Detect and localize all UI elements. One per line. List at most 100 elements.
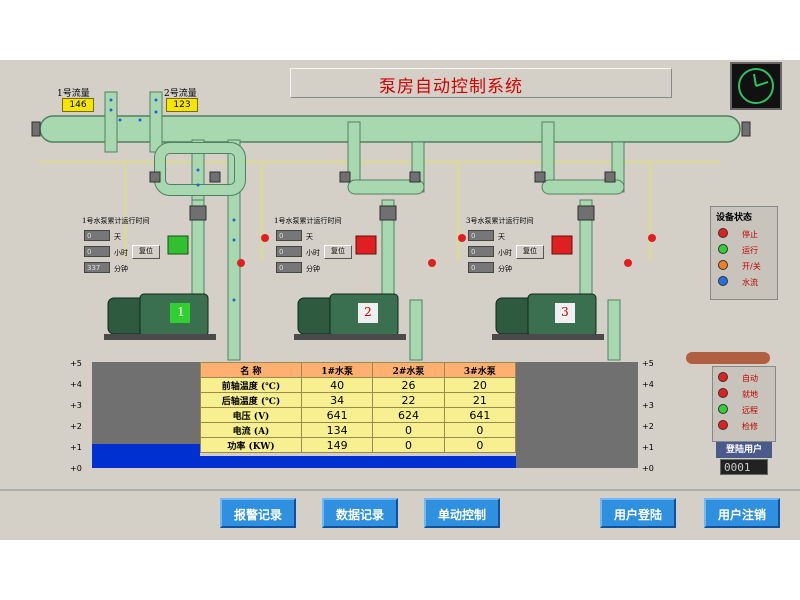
table-cell: 26 [372,377,445,393]
single-control-button[interactable]: 单动控制 [424,498,500,528]
table-cell: 641 [443,407,517,423]
table-row: 前轴温度 (℃) 40 26 20 [200,377,517,393]
table-row: 电压 (V) 641 624 641 [200,407,517,423]
pump-1-days-unit: 天 [114,233,121,241]
table-row: 后轴温度 (℃) 34 22 21 [200,392,517,408]
table-cell: 134 [300,422,374,438]
pump-1-hours: 0 [84,246,110,257]
row-label: 功率 (KW) [200,437,302,453]
mode-dot-remote-icon [718,404,728,414]
pump-2-reset-button[interactable]: 复位 [324,245,352,259]
mode-panel-header [686,352,770,364]
table-row: 功率 (KW) 149 0 0 [200,437,517,453]
table-row: 电流 (A) 134 0 0 [200,422,517,438]
pump-1-runtime-label: 1号水泵累计运行时间 [82,217,150,225]
row-label: 电流 (A) [200,422,302,438]
table-cell: 0 [443,422,517,438]
mode-label-auto: 自动 [742,374,758,383]
pump-2-runtime-label: 1号水泵累计运行时间 [274,217,342,225]
page-title: 泵房自动控制系统 [379,77,523,97]
status-label-switch: 开/关 [742,262,761,271]
pump-2-hours: 0 [276,246,302,257]
left-scale-2: +2 [70,422,82,431]
table-cell: 0 [372,422,445,438]
pump-2-minutes-unit: 分钟 [306,265,320,273]
flow-meter-2-value: 123 [166,98,198,112]
table-cell: 641 [300,407,374,423]
pump-2-days: 0 [276,230,302,241]
left-scale-4: +4 [70,380,82,389]
pump-1-number: 1 [177,305,185,319]
mode-dot-maint-icon [718,420,728,430]
pump-3-runtime-label: 3号水泵累计运行时间 [466,217,534,225]
left-scale-1: +1 [70,443,82,452]
table-cell: 34 [300,392,374,408]
status-dot-stop-icon [718,228,728,238]
pump-3-hours-unit: 小时 [498,249,512,257]
right-scale-3: +3 [642,401,654,410]
status-label-stop: 停止 [742,230,758,239]
pump-3-minutes-unit: 分钟 [498,265,512,273]
user-login-button[interactable]: 用户登陆 [600,498,676,528]
flow-meter-1-label: 1号流量 [57,89,90,99]
title-frame [290,68,672,98]
right-scale-5: +5 [642,359,654,368]
status-dot-switch-icon [718,260,728,270]
pump-3-days-unit: 天 [498,233,505,241]
mode-label-remote: 远程 [742,406,758,415]
right-scale-0: +0 [642,464,654,473]
pump-3-minutes: 0 [468,262,494,273]
pump-2-hours-unit: 小时 [306,249,320,257]
clock-icon [738,68,774,104]
right-scale-4: +4 [642,380,654,389]
table-cell: 149 [300,437,374,453]
table-cell: 21 [443,392,517,408]
data-record-button[interactable]: 数据记录 [322,498,398,528]
right-scale-2: +2 [642,422,654,431]
user-logout-button[interactable]: 用户注销 [704,498,780,528]
mode-label-maint: 检修 [742,422,758,431]
mode-dot-local-icon [718,388,728,398]
status-label-run: 运行 [742,246,758,255]
mode-label-local: 就地 [742,390,758,399]
pump-3-number: 3 [561,305,569,319]
table-cell: 40 [300,377,374,393]
pump-2-minutes: 0 [276,262,302,273]
device-status-title: 设备状态 [716,213,753,223]
table-cell: 0 [372,437,445,453]
pump-1-days: 0 [84,230,110,241]
pump-data-table: 名 称 1#水泵 2#水泵 3#水泵 前轴温度 (℃) 40 26 20 后轴温… [200,362,517,453]
pump-3-hours: 0 [468,246,494,257]
table-header-row: 名 称 1#水泵 2#水泵 3#水泵 [200,362,517,378]
mode-dot-auto-icon [718,372,728,382]
pump-3-days: 0 [468,230,494,241]
table-header: 1#水泵 [300,362,374,378]
right-scale-1: +1 [642,443,654,452]
table-cell: 22 [372,392,445,408]
left-scale-3: +3 [70,401,82,410]
table-cell: 20 [443,377,517,393]
table-header: 3#水泵 [443,362,517,378]
clock-gauge [730,62,782,110]
pump-2-days-unit: 天 [306,233,313,241]
pump-3-reset-button[interactable]: 复位 [516,245,544,259]
flow-meter-1-value: 146 [62,98,94,112]
left-scale-5: +5 [70,359,82,368]
status-dot-water-icon [718,276,728,286]
pump-1-minutes: 337 [84,262,110,273]
alarm-record-button[interactable]: 报警记录 [220,498,296,528]
table-cell: 624 [372,407,445,423]
login-user-label: 登陆用户 [716,442,772,458]
pump-1-hours-unit: 小时 [114,249,128,257]
left-scale-0: +0 [70,464,82,473]
status-label-water: 水流 [742,278,758,287]
flow-meter-2-label: 2号流量 [164,89,197,99]
table-header: 2#水泵 [372,362,445,378]
login-user-value: 0001 [720,459,768,475]
pump-1-reset-button[interactable]: 复位 [132,245,160,259]
status-dot-run-icon [718,244,728,254]
row-label: 后轴温度 (℃) [200,392,302,408]
table-header: 名 称 [200,362,302,378]
pump-2-number: 2 [364,305,372,319]
